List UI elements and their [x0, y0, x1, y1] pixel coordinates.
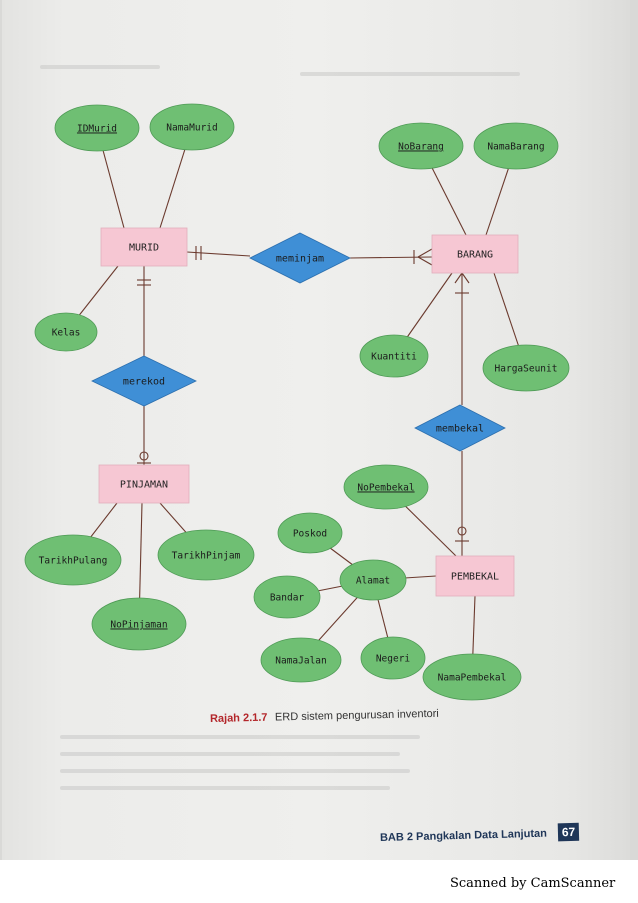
- entity-pembekal-label: PEMBEKAL: [451, 572, 499, 583]
- cardinality-many-mark: [454, 272, 463, 284]
- bleed-through-line: [60, 752, 400, 756]
- entity-murid-box: [100, 227, 188, 267]
- cardinality-many-mark: [461, 272, 470, 284]
- bleed-through-line: [40, 65, 160, 69]
- cardinality-zero-mark: [457, 526, 467, 536]
- relationship-line: [186, 251, 251, 257]
- cardinality-many-mark: [417, 248, 433, 258]
- relationship-merekod-diamond: [91, 355, 197, 407]
- erd-diagram: MURID BARANG PINJAMAN PEMBEKAL meminjam merek…: [24, 103, 570, 701]
- diagram-shapes: MURID BARANG PINJAMAN PEMBEKAL meminjam merek…: [24, 103, 570, 701]
- relationship-membekal-diamond: [414, 404, 506, 452]
- attribute-kelas-ellipse: [34, 312, 98, 352]
- caption-number: Rajah 2.1.7: [209, 711, 268, 725]
- footer-title: Pangkalan Data Lanjutan: [415, 827, 548, 844]
- entity-pembekal-box: [435, 555, 515, 597]
- entity-barang-label: BARANG: [457, 250, 493, 261]
- bleed-through-line: [60, 786, 390, 790]
- bleed-through-line: [60, 769, 410, 773]
- attribute-poskod-label: Poskod: [293, 529, 327, 540]
- scanner-watermark: Scanned by CamScanner: [450, 876, 616, 891]
- footer-chapter: BAB 2: [379, 831, 414, 844]
- attribute-kelas-label: Kelas: [52, 328, 81, 339]
- attribute-namapembekal-label: NamaPembekal: [438, 673, 507, 684]
- attribute-hargaseunit-label: HargaSeunit: [495, 364, 558, 375]
- relationship-membekal-label: membekal: [436, 424, 484, 435]
- attribute-nobarang-label: NoBarang: [398, 142, 444, 153]
- cardinality-zero-mark: [139, 451, 149, 461]
- bleed-through-line: [60, 735, 420, 739]
- bleed-through-line: [300, 72, 520, 76]
- scanned-page: MURID BARANG PINJAMAN PEMBEKAL meminjam merek…: [0, 0, 638, 860]
- attribute-bandar-label: Bandar: [270, 593, 305, 604]
- attribute-tarikhpulang-ellipse: [24, 534, 122, 586]
- attribute-idmurid-ellipse: [54, 104, 140, 152]
- relationship-merekod-label: merekod: [123, 377, 165, 388]
- attribute-namapembekal-ellipse: [422, 653, 522, 701]
- entity-pinjaman-label: PINJAMAN: [120, 480, 168, 491]
- attribute-nopembekal-ellipse: [343, 464, 429, 510]
- relationship-meminjam-label: meminjam: [276, 254, 324, 265]
- attribute-poskod-ellipse: [277, 512, 343, 554]
- attribute-nopembekal-label: NoPembekal: [357, 483, 414, 494]
- attribute-negeri-ellipse: [360, 636, 426, 680]
- attribute-hargaseunit-ellipse: [482, 344, 570, 392]
- attribute-tarikhpinjam-ellipse: [157, 529, 255, 581]
- attribute-tarikhpulang-label: TarikhPulang: [39, 556, 108, 567]
- page-number: 67: [557, 822, 580, 842]
- entity-pinjaman-box: [98, 464, 190, 504]
- attribute-negeri-label: Negeri: [376, 654, 411, 665]
- attribute-kuantiti-label: Kuantiti: [371, 352, 417, 363]
- attribute-namajalan-label: NamaJalan: [275, 656, 326, 667]
- attribute-nopinjaman-ellipse: [91, 597, 187, 651]
- attribute-namajalan-ellipse: [260, 637, 342, 683]
- attribute-namabarang-label: NamaBarang: [487, 142, 544, 153]
- attribute-namamurid-label: NamaMurid: [166, 123, 217, 134]
- attribute-namabarang-ellipse: [473, 122, 559, 170]
- attribute-nobarang-ellipse: [378, 122, 464, 170]
- attribute-idmurid-label: IDMurid: [77, 124, 117, 135]
- attribute-bandar-ellipse: [253, 575, 321, 619]
- attribute-tarikhpinjam-label: TarikhPinjam: [172, 551, 241, 562]
- attribute-namamurid-ellipse: [149, 103, 235, 151]
- attribute-nopinjaman-label: NoPinjaman: [110, 620, 167, 631]
- attribute-alamat-label: Alamat: [356, 576, 390, 587]
- attribute-kuantiti-ellipse: [359, 334, 429, 378]
- cardinality-many-mark: [417, 256, 433, 266]
- attribute-alamat-ellipse: [339, 559, 407, 601]
- entity-murid-label: MURID: [129, 243, 159, 254]
- entity-barang-box: [431, 234, 519, 274]
- relationship-meminjam-diamond: [249, 232, 351, 284]
